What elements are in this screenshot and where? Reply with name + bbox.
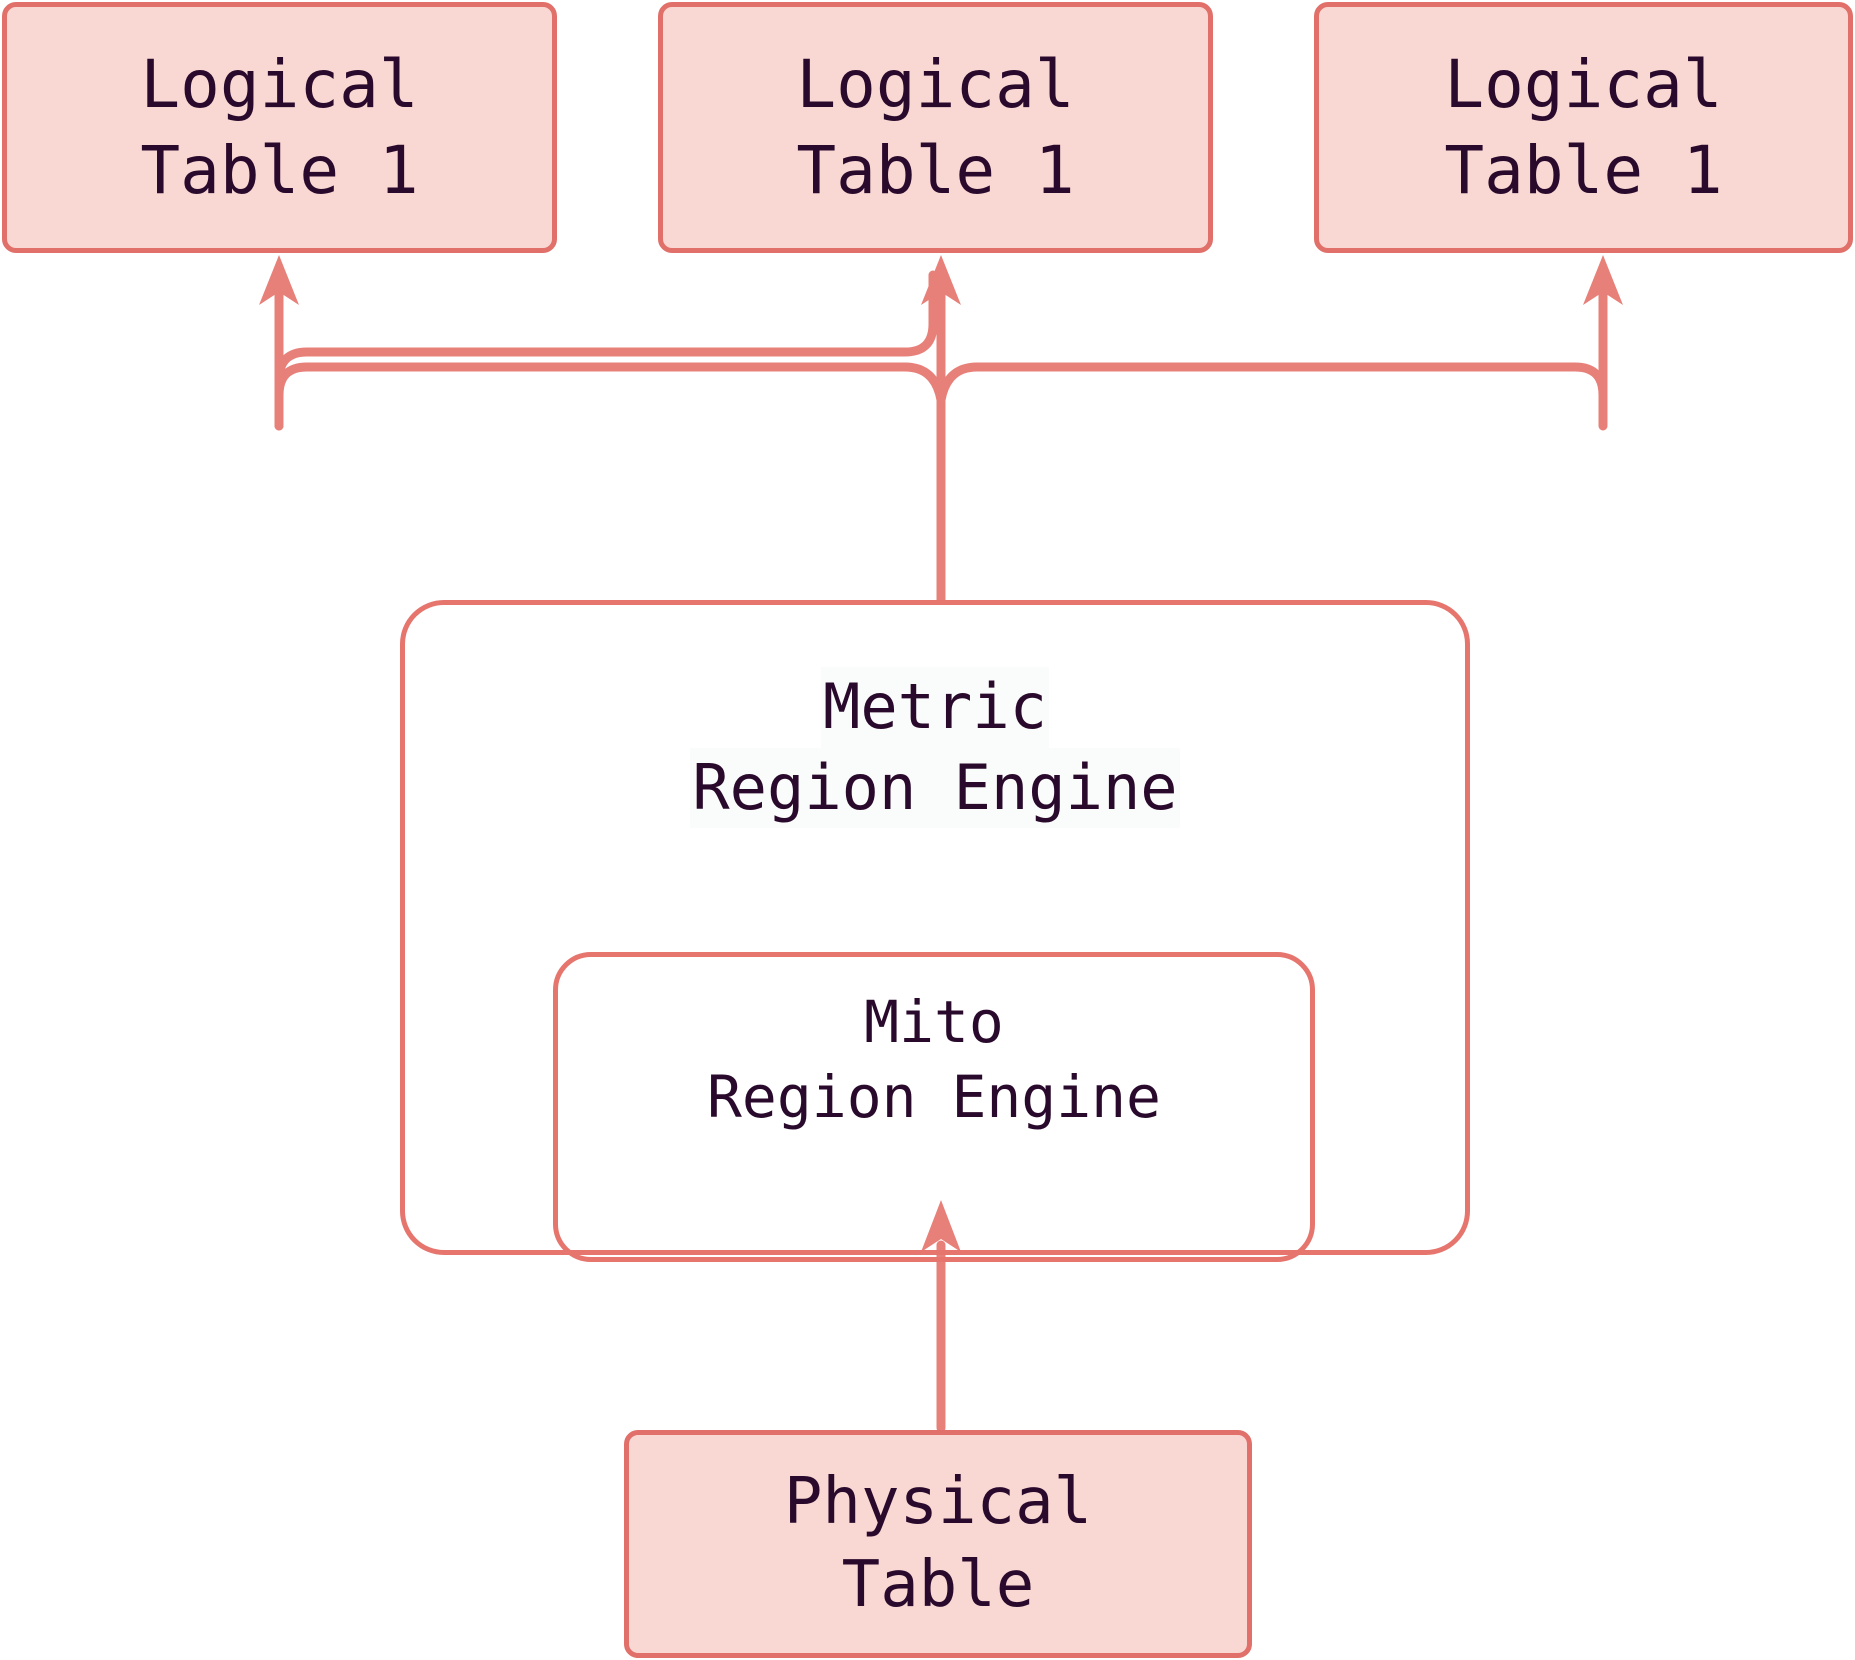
logical-table-1-node[interactable]: Logical Table 1	[2, 2, 557, 253]
metric-region-engine-node[interactable]: Metric Region Engine	[400, 600, 1470, 1255]
arrowhead-logical-3	[1583, 255, 1623, 305]
logical-table-3-line-2: Table 1	[1444, 131, 1723, 209]
logical-table-1-line-1: Logical	[140, 45, 419, 123]
metric-region-engine-line-2: Region Engine	[690, 747, 1180, 829]
logical-table-2-line-1: Logical	[796, 45, 1075, 123]
logical-table-3-node[interactable]: Logical Table 1	[1314, 2, 1853, 253]
physical-table-node[interactable]: Physical Table	[624, 1430, 1252, 1658]
physical-table-line-2: Table	[841, 1548, 1035, 1622]
physical-table-line-1: Physical	[783, 1464, 1093, 1539]
edge-metric-to-logical-tables	[274, 270, 1608, 605]
arrowhead-logical-2	[921, 255, 961, 305]
logical-table-2-node[interactable]: Logical Table 1	[658, 2, 1213, 253]
mito-region-engine-node[interactable]: Mito Region Engine	[553, 952, 1315, 1262]
mito-region-engine-line-2: Region Engine	[707, 1063, 1161, 1132]
logical-table-2-line-2: Table 1	[796, 131, 1075, 209]
logical-table-3-line-1: Logical	[1444, 45, 1723, 123]
logical-table-1-line-2: Table 1	[140, 131, 419, 209]
mito-region-engine-line-1: Mito	[864, 988, 1004, 1056]
arrowhead-logical-1	[259, 255, 299, 305]
metric-region-engine-line-1: Metric	[821, 667, 1049, 748]
